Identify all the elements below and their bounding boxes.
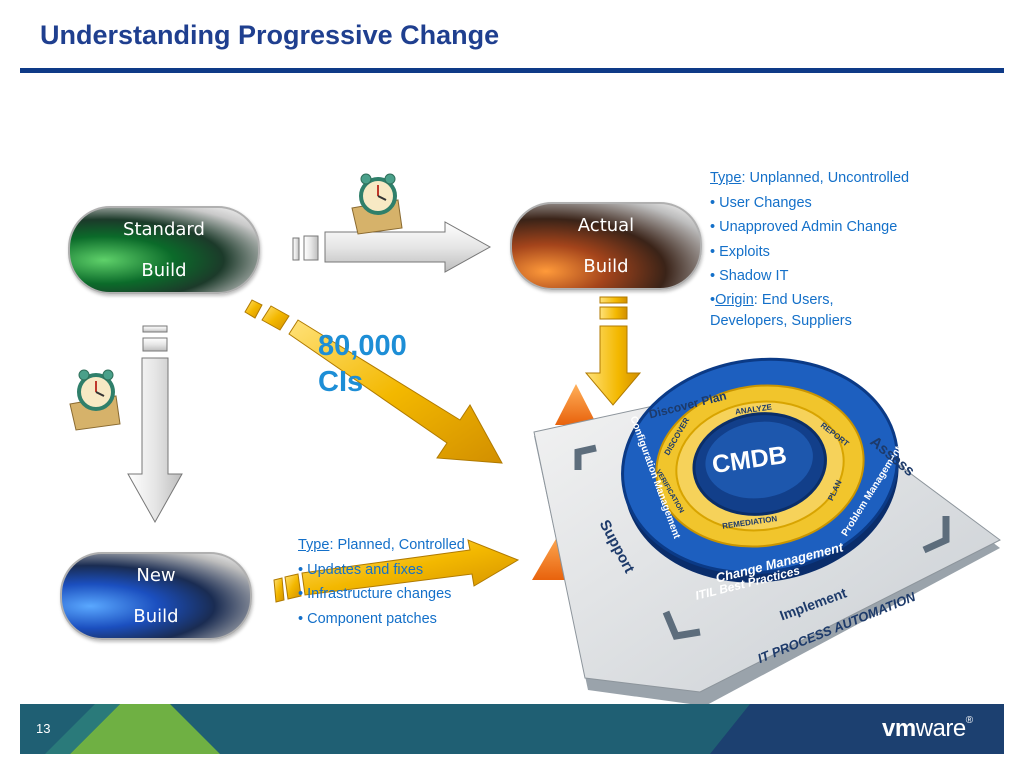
page-number: 13 xyxy=(36,721,51,736)
footer-band xyxy=(20,704,1004,754)
new-to-cmdb-arrow xyxy=(273,539,520,603)
standard-build-line1: Standard xyxy=(123,219,205,240)
logo-ware: ware xyxy=(915,715,967,742)
logo-vm: vm xyxy=(882,715,916,742)
actual-item: Shadow IT xyxy=(719,268,789,284)
actual-item: User Changes xyxy=(719,194,812,211)
actual-origin-value: : End Users, xyxy=(753,291,834,308)
actual-to-cmdb-arrow xyxy=(584,296,642,406)
new-build-line1: New xyxy=(136,565,176,586)
standard-build-line2: Build xyxy=(141,260,187,281)
standard-to-actual-arrow xyxy=(292,221,492,273)
new-type-label: Type xyxy=(298,537,330,553)
title-divider xyxy=(20,68,1004,73)
logo-reg: ® xyxy=(965,715,973,726)
vmware-logo: vmware® xyxy=(882,715,973,743)
new-build-line2: Build xyxy=(133,606,179,627)
alarm-clock-icon-top xyxy=(351,173,403,235)
new-item: Component patches xyxy=(307,610,437,627)
orange-triangle-top xyxy=(555,384,597,425)
alarm-clock-icon-left xyxy=(69,369,121,431)
ci-diagonal-arrow xyxy=(244,299,503,464)
actual-build-line1: Actual xyxy=(577,215,635,236)
actual-item: Exploits xyxy=(719,243,770,260)
actual-item: Unapproved Admin Change xyxy=(719,219,898,235)
standard-build-pill: Standard Build xyxy=(68,206,260,294)
standard-to-new-arrow xyxy=(127,325,183,524)
board-arrow-icon-right xyxy=(922,516,950,554)
new-item: Updates and fixes xyxy=(307,561,424,578)
new-type-value: : Planned, Controlled xyxy=(329,537,465,553)
ci-count-unit: CIs xyxy=(318,366,364,398)
new-build-pill: New Build xyxy=(60,552,252,640)
actual-origin-label: Origin xyxy=(715,291,754,308)
board-arrow-icon-bottom xyxy=(662,610,701,640)
itil-process-board xyxy=(533,357,1001,706)
actual-build-pill: Actual Build xyxy=(510,202,702,290)
actual-type-value: : Unplanned, Uncontrolled xyxy=(741,170,910,186)
actual-origin-value-2: Developers, Suppliers xyxy=(710,312,852,329)
ci-count-value: 80,000 xyxy=(318,330,407,362)
new-build-notes: Type: Planned, Controlled • Updates and … xyxy=(298,537,465,627)
new-item: Infrastructure changes xyxy=(307,586,452,602)
slide-title: Understanding Progressive Change xyxy=(40,20,500,50)
actual-build-line2: Build xyxy=(583,256,629,277)
board-arrow-icon-topleft xyxy=(574,444,597,470)
ci-count-label: 80,000 CIs xyxy=(318,328,407,400)
actual-type-label: Type xyxy=(710,170,742,186)
actual-build-notes: Type: Unplanned, Uncontrolled • User Cha… xyxy=(710,166,980,331)
